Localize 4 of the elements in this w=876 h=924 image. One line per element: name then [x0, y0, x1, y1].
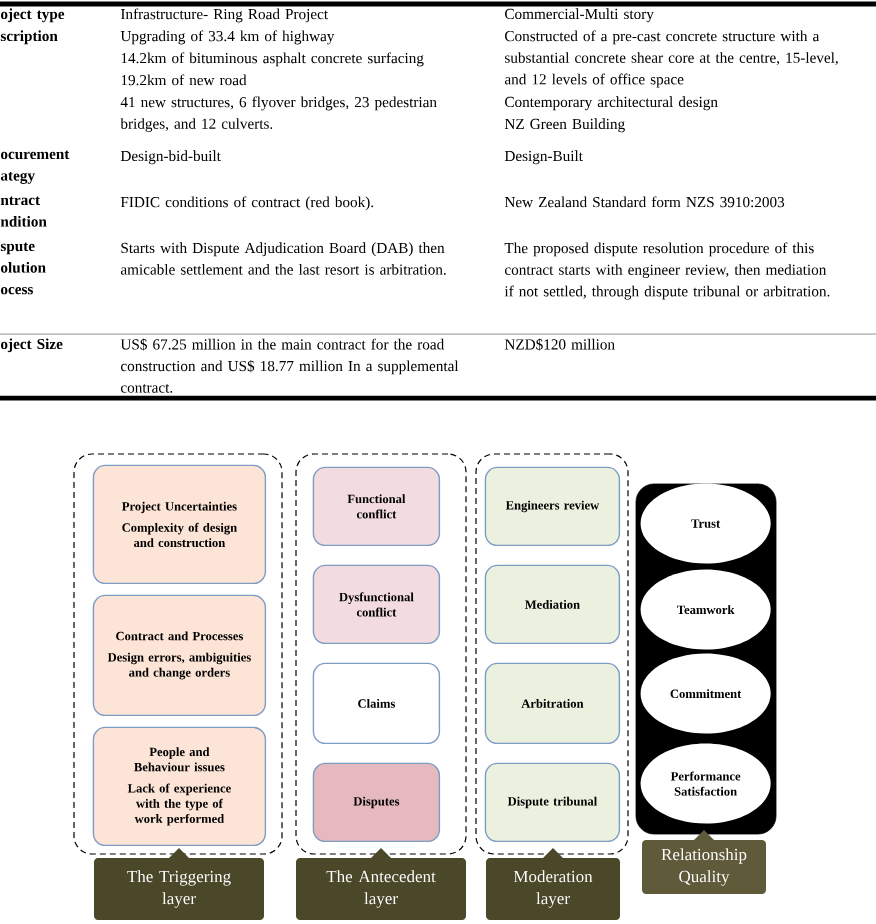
layer-label: The Triggering layer [94, 848, 264, 920]
layer-label: The Antecedent layer [296, 848, 466, 920]
layer-label: Relationship Quality [642, 830, 766, 894]
layer-label: Moderation layer [486, 848, 620, 920]
